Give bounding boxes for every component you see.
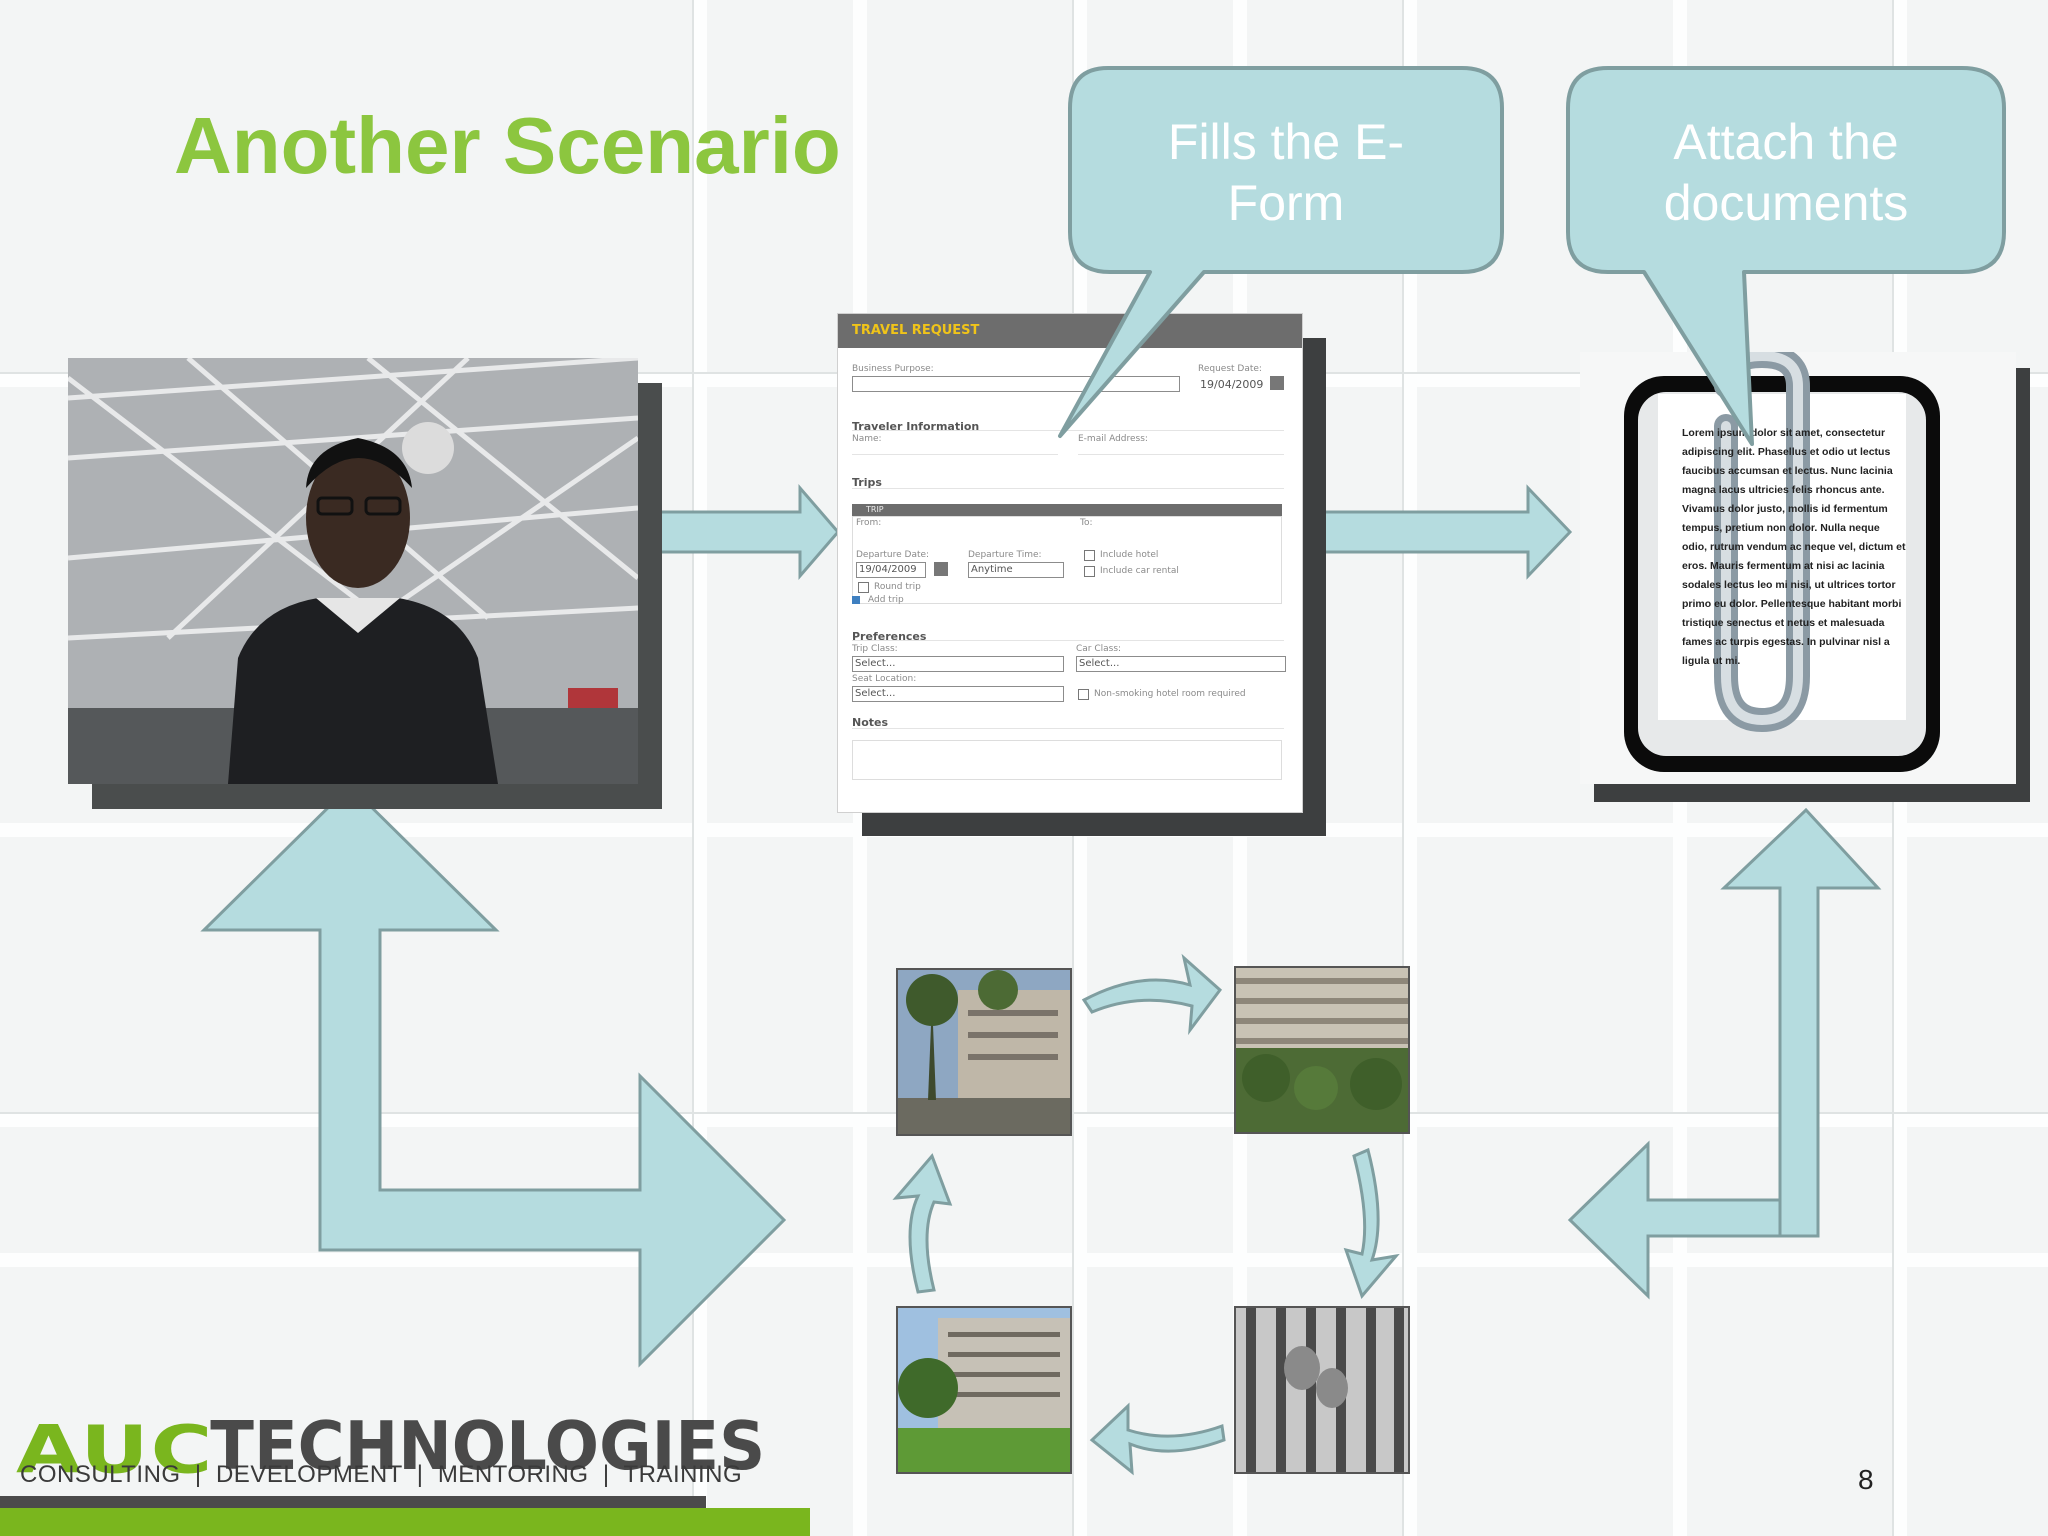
trips-heading: Trips bbox=[852, 476, 882, 489]
name-label: Name: bbox=[852, 434, 882, 444]
arrow-docs-to-cycle bbox=[1567, 807, 1882, 1300]
include-hotel-checkbox[interactable] bbox=[1084, 550, 1095, 561]
business-purpose-input[interactable] bbox=[852, 376, 1180, 392]
round-trip-checkbox[interactable] bbox=[858, 582, 869, 593]
campus-photo-2 bbox=[1234, 966, 1410, 1134]
calendar-icon[interactable] bbox=[1270, 376, 1284, 390]
campus-photo-3 bbox=[896, 1306, 1072, 1474]
add-trip-link[interactable]: Add trip bbox=[868, 595, 904, 605]
trip-class-select[interactable]: Select... bbox=[852, 656, 1064, 672]
attachment-icon: Lorem ipsum dolor sit amet, consectetur … bbox=[1580, 352, 2016, 784]
include-car-label: Include car rental bbox=[1100, 566, 1179, 576]
prison-bars-photo bbox=[1234, 1306, 1410, 1474]
person-photo bbox=[68, 358, 638, 784]
arrow-photo-to-form bbox=[634, 483, 840, 581]
to-label: To: bbox=[1080, 518, 1093, 528]
bubble-left-text: Fills the E- Form bbox=[1167, 114, 1405, 231]
round-trip-label: Round trip bbox=[874, 582, 921, 592]
departure-date-label: Departure Date: bbox=[856, 550, 930, 560]
car-class-select[interactable]: Select... bbox=[1076, 656, 1286, 672]
bubble-right-text: Attach the documents bbox=[1663, 114, 1909, 231]
departure-time-label: Departure Time: bbox=[968, 550, 1042, 560]
slide-number: 8 bbox=[1858, 1464, 1874, 1495]
cycle-arrow-top bbox=[1081, 953, 1223, 1036]
include-car-checkbox[interactable] bbox=[1084, 566, 1095, 577]
from-label: From: bbox=[856, 518, 882, 528]
logo-tagline: CONSULTING | DEVELOPMENT | MENTORING | T… bbox=[20, 1461, 743, 1488]
form-header: TRAVEL REQUEST bbox=[838, 314, 1302, 348]
departure-time-select[interactable]: Anytime bbox=[968, 562, 1064, 578]
bubble-text-attach-docs: Attach the documents bbox=[1582, 112, 1990, 234]
cycle-arrow-bottom bbox=[1089, 1402, 1226, 1476]
logo-word: TECHNOLOGIES bbox=[210, 1408, 766, 1486]
notes-textarea[interactable] bbox=[852, 740, 1282, 780]
campus-photo-1 bbox=[896, 968, 1072, 1136]
seat-location-select[interactable]: Select... bbox=[852, 686, 1064, 702]
bubble-text-fill-form: Fills the E- Form bbox=[1084, 112, 1488, 234]
cycle-arrow-left bbox=[892, 1153, 953, 1294]
trip-bar: TRIP bbox=[852, 504, 1282, 516]
name-input[interactable] bbox=[852, 454, 1058, 455]
preferences-heading: Preferences bbox=[852, 630, 927, 643]
business-purpose-label: Business Purpose: bbox=[852, 364, 934, 374]
arrow-cycle-to-photo bbox=[200, 783, 787, 1368]
logo-mark: AUC bbox=[16, 1411, 215, 1488]
request-date-value[interactable]: 19/04/2009 bbox=[1200, 378, 1264, 391]
add-trip-icon[interactable] bbox=[852, 596, 860, 604]
cycle-arrow-right bbox=[1343, 1147, 1400, 1299]
travel-request-form: TRAVEL REQUEST Business Purpose: Request… bbox=[838, 314, 1302, 812]
include-hotel-label: Include hotel bbox=[1100, 550, 1159, 560]
email-input[interactable] bbox=[1078, 454, 1284, 455]
document-lorem-text: Lorem ipsum dolor sit amet, consectetur … bbox=[1682, 427, 1906, 667]
divider bbox=[852, 430, 1284, 431]
email-label: E-mail Address: bbox=[1078, 434, 1148, 444]
divider bbox=[852, 640, 1284, 641]
seat-location-label: Seat Location: bbox=[852, 674, 917, 684]
divider bbox=[852, 728, 1284, 729]
non-smoking-checkbox[interactable] bbox=[1078, 689, 1089, 700]
car-class-label: Car Class: bbox=[1076, 644, 1122, 654]
traveler-info-heading: Traveler Information bbox=[852, 420, 980, 433]
request-date-label: Request Date: bbox=[1198, 364, 1262, 374]
trip-panel bbox=[852, 516, 1282, 604]
non-smoking-label: Non-smoking hotel room required bbox=[1094, 689, 1246, 699]
auc-technologies-logo: AUCTECHNOLOGIES bbox=[16, 1390, 765, 1488]
trip-class-label: Trip Class: bbox=[852, 644, 898, 654]
departure-date-input[interactable]: 19/04/2009 bbox=[856, 562, 926, 578]
slide-title: Another Scenario bbox=[174, 101, 841, 190]
arrow-form-to-docs bbox=[1316, 484, 1573, 580]
notes-heading: Notes bbox=[852, 716, 889, 729]
divider bbox=[852, 488, 1284, 489]
calendar-icon[interactable] bbox=[934, 562, 948, 576]
footer-bar-green bbox=[0, 1508, 810, 1536]
footer-bar-dark bbox=[0, 1496, 706, 1508]
